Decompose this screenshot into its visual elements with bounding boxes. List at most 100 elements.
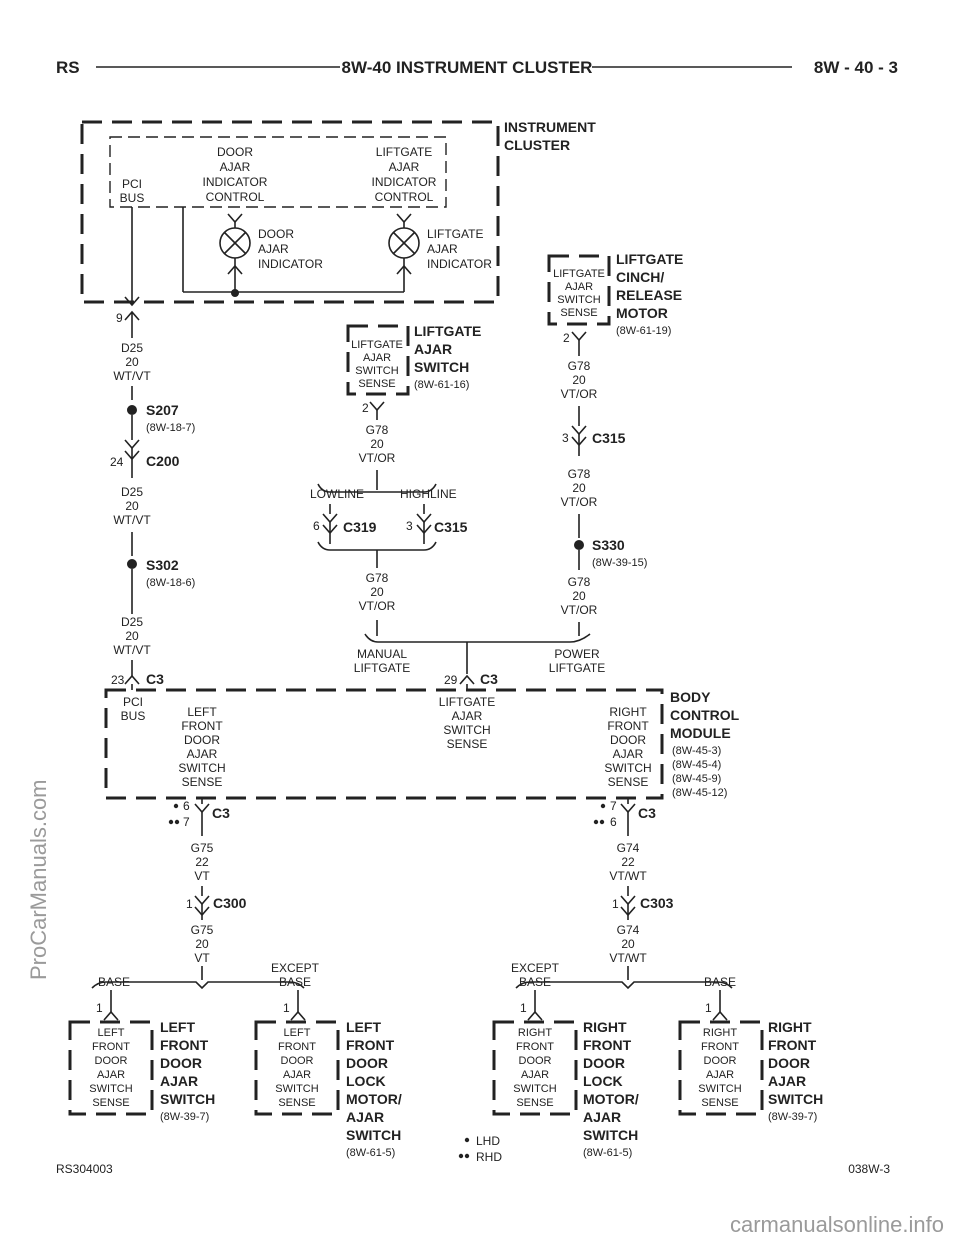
wire-label-g74-1: G74 22 VT/WT <box>609 841 647 883</box>
rfd-switch-pin: 1 <box>705 1001 712 1015</box>
svg-text:G78: G78 <box>568 575 591 589</box>
svg-text:RIGHT: RIGHT <box>768 1019 812 1035</box>
svg-text:DOOR: DOOR <box>184 733 220 747</box>
svg-text:INDICATOR: INDICATOR <box>203 175 268 189</box>
svg-text:SWITCH: SWITCH <box>443 723 490 737</box>
cinch-motor-ref: (8W-61-19) <box>616 325 671 337</box>
c300-pin: 1 <box>186 897 193 911</box>
svg-text:DOOR: DOOR <box>281 1055 314 1067</box>
cluster-splice-dot <box>231 289 239 297</box>
c315-switch-pin: 3 <box>406 519 413 533</box>
c3-right-connector-icon <box>620 803 636 814</box>
svg-text:LIFTGATE: LIFTGATE <box>351 339 403 351</box>
wire-label-d25-1: D25 20 WT/VT <box>113 341 151 383</box>
cinch-motor-inner-label: LIFTGATE AJAR SWITCH SENSE <box>553 268 605 319</box>
svg-text:AJAR: AJAR <box>346 1109 384 1125</box>
highline-label: HIGHLINE <box>400 487 457 501</box>
connector-c3-left: C3 <box>146 671 164 687</box>
svg-text:AJAR: AJAR <box>452 709 483 723</box>
svg-text:VT/OR: VT/OR <box>561 495 598 509</box>
svg-text:VT: VT <box>194 869 210 883</box>
header-title: 8W-40 INSTRUMENT CLUSTER <box>342 58 593 77</box>
svg-text:AJAR: AJAR <box>613 747 644 761</box>
svg-text:LEFT: LEFT <box>346 1019 381 1035</box>
bcm-liftgate-sense-label: LIFTGATE AJAR SWITCH SENSE <box>439 695 495 751</box>
header-section-code: RS <box>56 58 80 77</box>
c3-pin23-connector-icon <box>124 674 140 685</box>
svg-text:VT/OR: VT/OR <box>359 599 396 613</box>
svg-text:FRONT: FRONT <box>768 1037 817 1053</box>
svg-text:AJAR: AJAR <box>220 160 251 174</box>
right-front-door-ajar-switch: 1 RIGHT FRONT DOOR AJAR SWITCH SENSE RIG… <box>678 1001 823 1123</box>
svg-text:SWITCH: SWITCH <box>414 359 469 375</box>
rfd-switch-ref: (8W-39-7) <box>768 1111 817 1123</box>
c319-connector-icon <box>322 513 338 524</box>
cluster-pin-9: 9 <box>116 311 123 325</box>
wire-label-g74-2: G74 20 VT/WT <box>609 923 647 965</box>
bcm-title: BODY CONTROL MODULE <box>670 689 740 741</box>
rfd-lock-pin: 1 <box>520 1001 527 1015</box>
svg-text:CINCH/: CINCH/ <box>616 269 664 285</box>
s207-splice-dot <box>127 405 137 415</box>
svg-text:SWITCH: SWITCH <box>275 1083 318 1095</box>
rfd-lock-ref: (8W-61-5) <box>583 1147 632 1159</box>
svg-text:AJAR: AJAR <box>97 1069 125 1081</box>
svg-text:20: 20 <box>125 355 139 369</box>
connector-c200: C200 <box>146 453 180 469</box>
bcm-left-sense-label: LEFT FRONT DOOR AJAR SWITCH SENSE <box>178 705 225 789</box>
c3-left-pin-rhd: 7 <box>183 815 190 829</box>
wire-label-d25-3: D25 20 WT/VT <box>113 615 151 657</box>
rfd-lock-title: RIGHT FRONT DOOR LOCK MOTOR/ AJAR SWITCH <box>583 1019 639 1143</box>
left-base-label: BASE <box>98 975 130 989</box>
liftgate-ajar-lamp-icon <box>388 213 420 292</box>
svg-text:(8W-45-3): (8W-45-3) <box>672 745 721 757</box>
svg-text:AJAR: AJAR <box>427 242 458 256</box>
svg-text:SWITCH: SWITCH <box>178 761 225 775</box>
door-ajar-lamp-icon <box>219 213 251 292</box>
c300-connector-icon <box>194 895 210 906</box>
liftgate-ajar-switch-ref: (8W-61-16) <box>414 379 469 391</box>
svg-text:20: 20 <box>125 499 139 513</box>
lfd-lock-title: LEFT FRONT DOOR LOCK MOTOR/ AJAR SWITCH <box>346 1019 402 1143</box>
svg-text:G78: G78 <box>568 359 591 373</box>
svg-text:RIGHT: RIGHT <box>609 705 647 719</box>
svg-text:D25: D25 <box>121 341 143 355</box>
svg-text:DOOR: DOOR <box>95 1055 128 1067</box>
svg-text:G75: G75 <box>191 841 214 855</box>
c315-switch-connector-icon <box>416 513 432 524</box>
right-except-base-label: EXCEPT BASE <box>511 961 560 989</box>
svg-text:20: 20 <box>370 585 384 599</box>
power-liftgate-label: POWER LIFTGATE <box>549 647 605 675</box>
legend-rhd: RHD <box>476 1150 502 1164</box>
c3-pin29-connector-icon <box>459 674 475 685</box>
wire-label-g78-switch: G78 20 VT/OR <box>359 423 396 465</box>
connector-c315-switch: C315 <box>434 519 468 535</box>
svg-text:RIGHT: RIGHT <box>518 1027 553 1039</box>
lfd-switch-inner-label: LEFT FRONT DOOR AJAR SWITCH SENSE <box>89 1027 132 1109</box>
svg-text:20: 20 <box>572 589 586 603</box>
svg-text:20: 20 <box>125 629 139 643</box>
svg-text:AJAR: AJAR <box>363 352 391 364</box>
lfd-switch-title: LEFT FRONT DOOR AJAR SWITCH <box>160 1019 215 1107</box>
left-front-door-ajar-switch: 1 LEFT FRONT DOOR AJAR SWITCH SENSE LEFT… <box>68 1001 215 1123</box>
svg-text:20: 20 <box>195 937 209 951</box>
svg-text:SENSE: SENSE <box>608 775 649 789</box>
svg-text:LIFTGATE: LIFTGATE <box>414 323 481 339</box>
manual-liftgate-label: MANUAL LIFTGATE <box>354 647 410 675</box>
door-ajar-indicator-control-label: DOOR AJAR INDICATOR CONTROL <box>203 145 268 204</box>
svg-text:G75: G75 <box>191 923 214 937</box>
svg-text:SENSE: SENSE <box>516 1097 553 1109</box>
connector-c319: C319 <box>343 519 377 535</box>
c319-pin: 6 <box>313 519 320 533</box>
svg-text:LOCK: LOCK <box>583 1073 623 1089</box>
svg-text:SWITCH: SWITCH <box>513 1083 556 1095</box>
svg-text:DOOR: DOOR <box>519 1055 552 1067</box>
svg-text:LIFTGATE: LIFTGATE <box>616 251 683 267</box>
svg-text:MOTOR: MOTOR <box>616 305 668 321</box>
svg-text:WT/VT: WT/VT <box>113 513 151 527</box>
svg-text:DOOR: DOOR <box>160 1055 202 1071</box>
lhd-rhd-legend: LHD RHD <box>458 1134 502 1164</box>
svg-text:BASE: BASE <box>279 975 311 989</box>
svg-text:G74: G74 <box>617 923 640 937</box>
